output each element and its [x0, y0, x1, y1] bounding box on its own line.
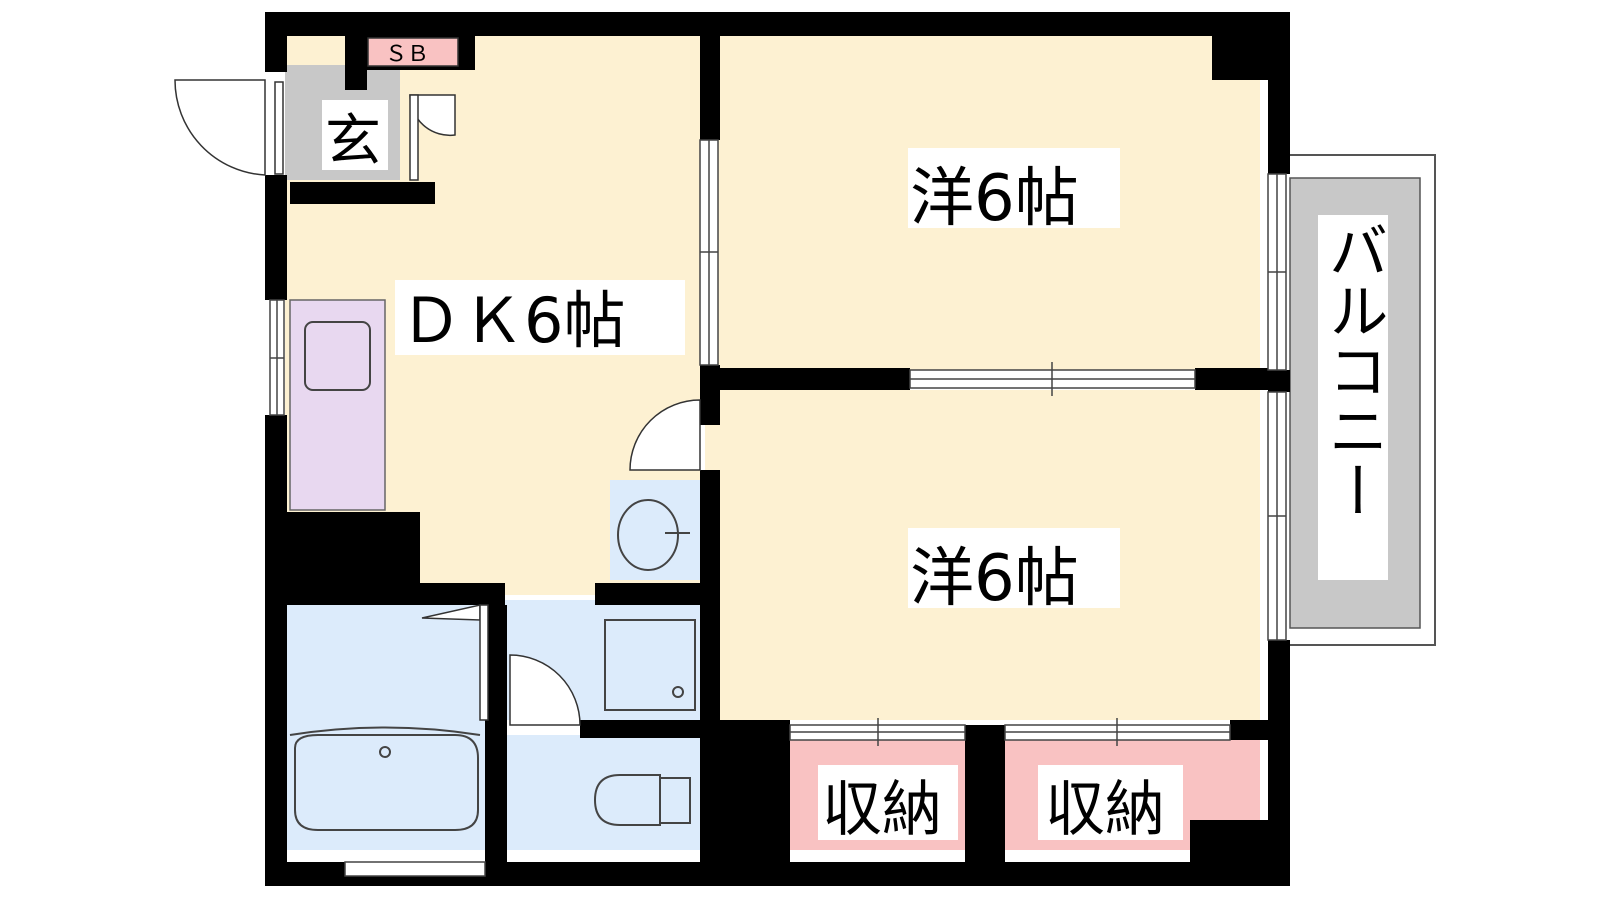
- partition-dk-west-top: [700, 30, 720, 140]
- shoe-box-label: ＳＢ: [385, 42, 429, 67]
- partition-west-horizontal-left: [700, 368, 910, 390]
- wall-wet-top-left: [285, 583, 505, 605]
- wall-storage-corner: [1190, 820, 1275, 880]
- partition-dk-west-low: [700, 470, 720, 730]
- washbasin: [617, 499, 679, 571]
- front-door: [174, 79, 266, 176]
- wall-toilet-right: [700, 720, 790, 880]
- washroom-door: [629, 399, 701, 471]
- washing-machine: [604, 619, 696, 711]
- corner-block-top-right: [1212, 30, 1272, 80]
- wall-wet-top-right: [595, 583, 705, 605]
- balcony-label: バルコニー: [1318, 220, 1388, 520]
- western-room-bottom-label: 洋6帖: [910, 542, 1079, 616]
- outer-wall-left-lower: [265, 415, 287, 885]
- wall-bath-vertical: [485, 605, 507, 880]
- western-room-top-label: 洋6帖: [910, 162, 1079, 236]
- wall-wash-toilet: [580, 720, 705, 738]
- window-bath-bottom: [344, 861, 486, 877]
- doors: [174, 79, 701, 726]
- balcony: [1274, 154, 1436, 646]
- outer-wall-left-mid: [265, 175, 287, 300]
- storage-right-label: 収納: [1045, 775, 1165, 845]
- walls: [265, 12, 1290, 886]
- bathtub-drain: [379, 746, 391, 758]
- wash-toilet-door: [509, 654, 581, 726]
- sink: [304, 321, 371, 391]
- partition-west-horizontal-right: [1195, 368, 1275, 390]
- outer-wall-left-upper: [265, 12, 287, 72]
- bathtub: [294, 734, 479, 831]
- sb-wall-left: [345, 30, 367, 90]
- entrance-label: 玄: [325, 109, 381, 174]
- outer-wall-right-top: [1268, 12, 1290, 174]
- toilet: [593, 774, 661, 826]
- storage-left-label: 収納: [822, 775, 942, 845]
- wall-storage-divider: [965, 725, 1005, 880]
- dk-label: ＤＫ6帖: [400, 284, 625, 357]
- windows: [269, 139, 1287, 877]
- entrance-wall: [290, 182, 435, 204]
- wall-storage-top-left: [1230, 720, 1275, 740]
- fixtures: [289, 37, 696, 831]
- labels: ＤＫ6帖 洋6帖 洋6帖 玄 ＳＢ バルコニー 収納 収納: [322, 42, 1388, 845]
- kitchen-block: [285, 512, 420, 592]
- shoe-box: [367, 37, 459, 67]
